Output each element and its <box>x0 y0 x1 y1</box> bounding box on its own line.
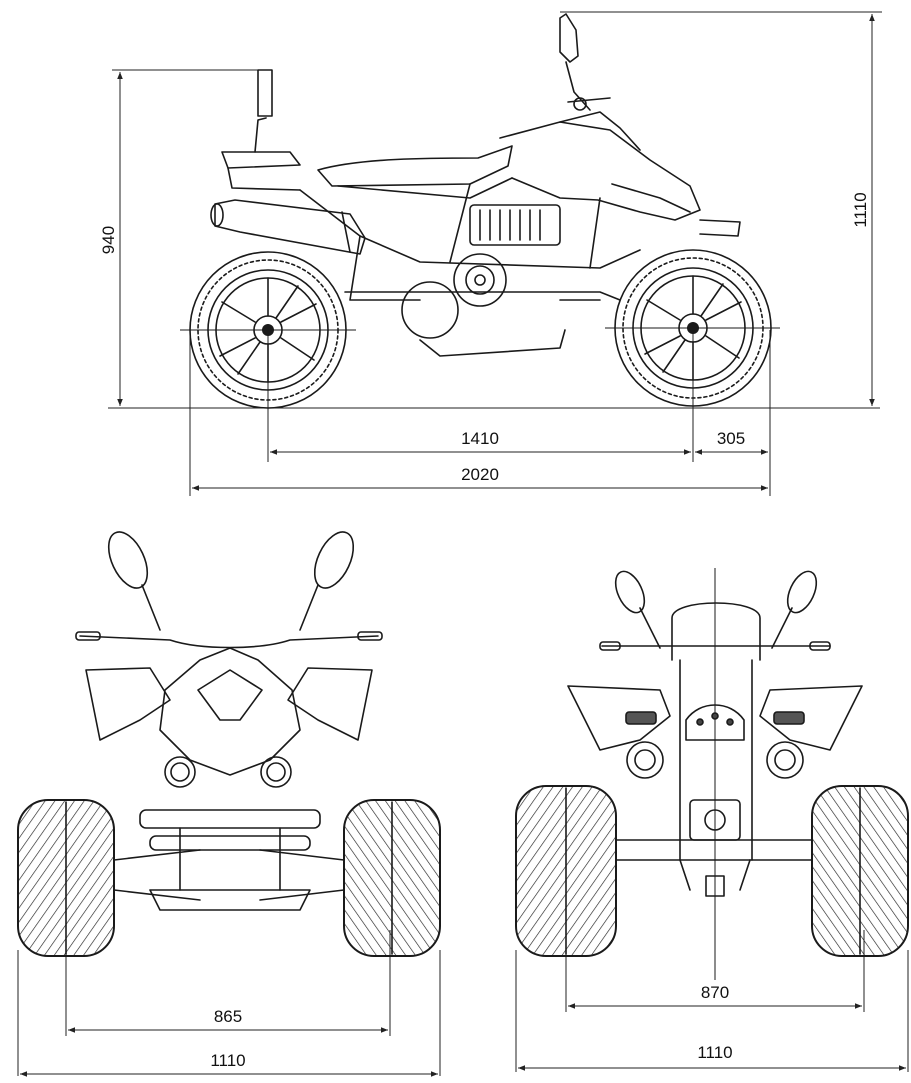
atv-front-body <box>75 531 383 911</box>
rear-view: 870 1110 <box>515 568 909 1072</box>
rear-track-label: 870 <box>701 983 729 1002</box>
atv-side-body <box>210 13 741 357</box>
front-view: 865 1110 <box>17 531 441 1077</box>
rear-width-label: 1110 <box>697 1043 732 1062</box>
front-track-label: 865 <box>214 1007 242 1026</box>
seat-height-label: 940 <box>99 226 118 254</box>
overall-length-label: 2020 <box>461 465 499 484</box>
front-width-label: 1110 <box>210 1051 245 1070</box>
wheelbase-label: 1410 <box>461 429 499 448</box>
front-overhang-label: 305 <box>717 429 745 448</box>
side-view: 940 1110 1410 305 2020 <box>99 11 882 496</box>
atv-rear-body <box>567 570 863 897</box>
overall-height-label: 1110 <box>851 192 870 227</box>
